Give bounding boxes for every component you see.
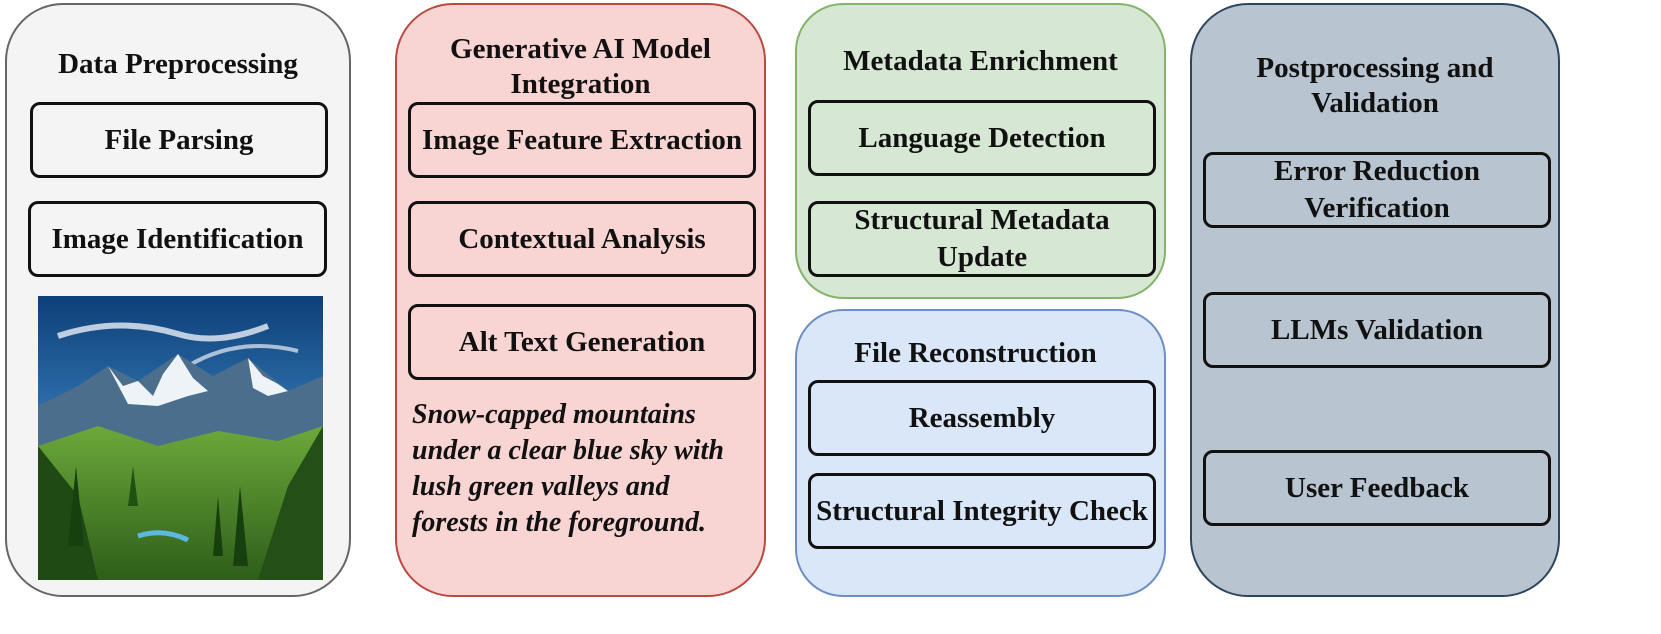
file-parsing-box: File Parsing xyxy=(30,102,328,178)
panel-postprocessing-validation: Postprocessing and Validation Error Redu… xyxy=(1190,3,1560,597)
panel-metadata-enrichment: Metadata Enrichment Language Detection S… xyxy=(795,3,1166,299)
structural-metadata-update-line1: Structural Metadata xyxy=(854,204,1110,236)
error-reduction-line2: Verification xyxy=(1304,192,1450,224)
alt-text-generation-box: Alt Text Generation xyxy=(408,304,756,380)
contextual-analysis-box: Contextual Analysis xyxy=(408,201,756,277)
alt-text-caption-line3: lush green valleys and xyxy=(412,471,670,502)
panel-title-generative-line1: Generative AI Model xyxy=(450,33,711,65)
structural-integrity-check-box: Structural Integrity Check xyxy=(808,473,1156,549)
error-reduction-verification-box: Error Reduction Verification xyxy=(1203,152,1551,228)
panel-title-postprocessing-line1: Postprocessing and xyxy=(1256,52,1494,84)
panel-generative-ai: Generative AI Model Integration Image Fe… xyxy=(395,3,766,597)
panel-title-generative-line2: Integration xyxy=(510,68,651,100)
alt-text-caption-line1: Snow-capped mountains xyxy=(412,399,696,430)
reassembly-box: Reassembly xyxy=(808,380,1156,456)
user-feedback-box: User Feedback xyxy=(1203,450,1551,526)
alt-text-caption-line4: forests in the foreground. xyxy=(412,507,707,538)
panel-title-file-reconstruction: File Reconstruction xyxy=(854,337,1097,369)
image-identification-box: Image Identification xyxy=(28,201,327,277)
mountain-landscape-image xyxy=(38,296,323,580)
panel-title-data-preprocessing: Data Preprocessing xyxy=(58,48,298,80)
structural-metadata-update-line2: Update xyxy=(936,241,1028,273)
panel-title-postprocessing-line2: Validation xyxy=(1311,87,1439,119)
panel-title-metadata: Metadata Enrichment xyxy=(843,45,1118,77)
alt-text-caption-line2: under a clear blue sky with xyxy=(412,435,724,466)
image-feature-extraction-box: Image Feature Extraction xyxy=(408,102,756,178)
llms-validation-box: LLMs Validation xyxy=(1203,292,1551,368)
structural-metadata-update-box: Structural Metadata Update xyxy=(808,201,1156,277)
panel-file-reconstruction: File Reconstruction Reassembly Structura… xyxy=(795,309,1166,597)
error-reduction-line1: Error Reduction xyxy=(1274,155,1480,187)
language-detection-box: Language Detection xyxy=(808,100,1156,176)
